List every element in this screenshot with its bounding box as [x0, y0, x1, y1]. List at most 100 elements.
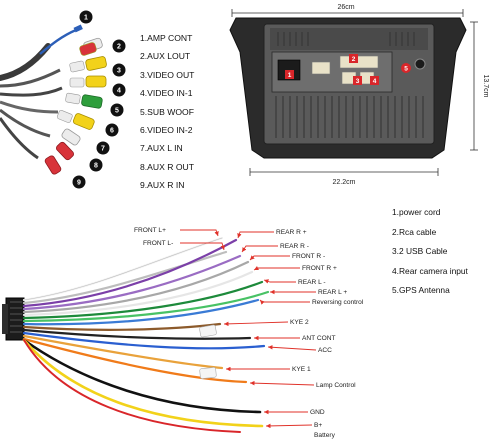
rca-list-item: 1.AMP CONT — [140, 33, 193, 43]
port-list-item: 2.Rca cable — [392, 226, 437, 237]
harness-connector — [5, 297, 25, 341]
svg-text:4: 4 — [117, 88, 121, 95]
port-list-item: 4.Rear camera input — [392, 265, 468, 276]
leader-rear-r-plus — [237, 231, 274, 239]
port-badge-4: 4 — [370, 76, 379, 85]
unit-heatsink — [275, 96, 424, 138]
rca-list-item: 7.AUX L IN — [140, 143, 183, 154]
wire-battery — [22, 338, 264, 428]
rca-callout-5: 5 — [110, 103, 124, 117]
wiring-harness: FRONT L+ FRONT L- REAR R + REAR R - FRON… — [2, 227, 364, 439]
label-rear-r-plus: REAR R + — [276, 229, 307, 236]
label-rear-l-minus: REAR L - — [298, 279, 326, 286]
wire-acc — [22, 331, 266, 350]
rca-list-item: 4.VIDEO IN-1 — [140, 88, 193, 99]
svg-text:3: 3 — [356, 78, 360, 85]
label-kye1: KYE 1 — [292, 366, 311, 373]
leader-front-l-plus — [180, 229, 219, 237]
leader-front-l-minus — [180, 242, 225, 251]
wire-kye1 — [22, 334, 224, 370]
rca-wire-d — [0, 108, 51, 138]
svg-text:5: 5 — [404, 66, 408, 73]
rca-wire-amp — [39, 28, 77, 55]
port-badge-5: 5 — [401, 63, 411, 73]
leader-reversing — [259, 299, 310, 305]
label-gnd: GND — [310, 409, 325, 416]
rca-list-item: 8.AUX R OUT — [140, 161, 194, 172]
wire-rear-r-minus — [22, 254, 242, 311]
port-badge-3: 3 — [353, 76, 362, 85]
wire-rear-r-plus — [22, 238, 238, 308]
svg-text:7: 7 — [101, 146, 105, 153]
wire-front-l-minus — [22, 250, 228, 305]
label-front-r-plus: FRONT R + — [302, 265, 337, 272]
leader-rear-l-minus — [263, 279, 296, 284]
wire-front-r-plus — [22, 270, 254, 317]
fuse-holder-kye2 — [199, 324, 217, 338]
port-list-item: 3.2 USB Cable — [392, 246, 448, 257]
port-badge-2: 2 — [349, 54, 358, 63]
dimension-bottom: 22.2cm — [249, 168, 439, 186]
label-reversing: Reversing control — [312, 299, 364, 306]
svg-text:26cm: 26cm — [337, 4, 354, 11]
rca-plug-5 — [65, 92, 103, 109]
rca-plug-7 — [61, 128, 81, 146]
wire-reversing — [22, 298, 260, 326]
rca-bundle-trunk — [0, 43, 51, 81]
rca-wire-b — [0, 86, 63, 97]
rca-plug-8 — [55, 141, 75, 161]
rca-list-item: 9.AUX R IN — [140, 180, 185, 191]
wire-ant-cont — [22, 328, 252, 340]
svg-text:1: 1 — [288, 72, 292, 79]
rca-callout-7: 7 — [96, 141, 110, 155]
label-kye2: KYE 2 — [290, 319, 309, 326]
harness-leaders — [180, 229, 317, 429]
wire-front-l-plus — [22, 236, 224, 302]
head-unit-rear: 26cm 13.7cm 22.2cm — [229, 4, 489, 186]
leader-front-r-plus — [253, 265, 300, 271]
rca-plug-6 — [56, 109, 95, 130]
label-acc: ACC — [318, 347, 332, 354]
unit-vents — [277, 32, 415, 46]
fuse-holder-kye1 — [199, 367, 217, 379]
rca-wire-c — [0, 100, 59, 114]
port-rca-socket — [339, 55, 379, 69]
svg-text:9: 9 — [77, 180, 81, 187]
rca-wire-e — [0, 117, 39, 160]
svg-text:2: 2 — [117, 44, 121, 51]
leader-lamp — [249, 380, 315, 386]
rca-plug-3 — [69, 56, 107, 73]
rca-plug-2 — [79, 37, 103, 56]
rca-callout-1: 1 — [79, 10, 93, 24]
label-rear-r-minus: REAR R - — [280, 243, 309, 250]
label-battery: Battery — [314, 432, 336, 439]
wire-front-r-minus — [22, 260, 250, 314]
rca-cable-bundle — [0, 24, 107, 175]
harness-connector-clip — [2, 304, 8, 334]
rca-list-item: 5.SUB WOOF — [140, 106, 194, 117]
leader-rear-r-minus — [241, 245, 278, 253]
port-gps-antenna — [414, 58, 426, 70]
label-b-plus: B+ — [314, 422, 322, 429]
svg-text:5: 5 — [115, 108, 119, 115]
label-front-l-minus: FRONT L- — [143, 240, 173, 247]
label-lamp: Lamp Control — [316, 382, 356, 389]
wire-kye2 — [22, 322, 222, 331]
port-badge-1: 1 — [285, 70, 294, 79]
leader-battery — [265, 423, 313, 429]
port-list-item: 5.GPS Antenna — [392, 285, 450, 296]
amp-wire-tip — [73, 24, 83, 33]
rca-plug-9 — [44, 155, 62, 175]
rca-list-item: 2.AUX LOUT — [140, 51, 191, 62]
leader-front-r-minus — [249, 255, 290, 261]
svg-text:8: 8 — [94, 163, 98, 170]
dimension-height: 13.7cm — [470, 21, 489, 151]
port-badges: 1 2 3 4 5 — [285, 54, 411, 85]
rca-list-item: 3.VIDEO OUT — [140, 69, 195, 80]
wire-gnd — [22, 338, 262, 414]
rca-callout-9: 9 — [72, 175, 86, 189]
rca-function-list: 1.AMP CONT 2.AUX LOUT 3.VIDEO OUT 4.VIDE… — [140, 29, 194, 195]
rca-callout-4: 4 — [112, 83, 126, 97]
port-function-list: 1.power cord 2.Rca cable 3.2 USB Cable 4… — [392, 203, 468, 301]
